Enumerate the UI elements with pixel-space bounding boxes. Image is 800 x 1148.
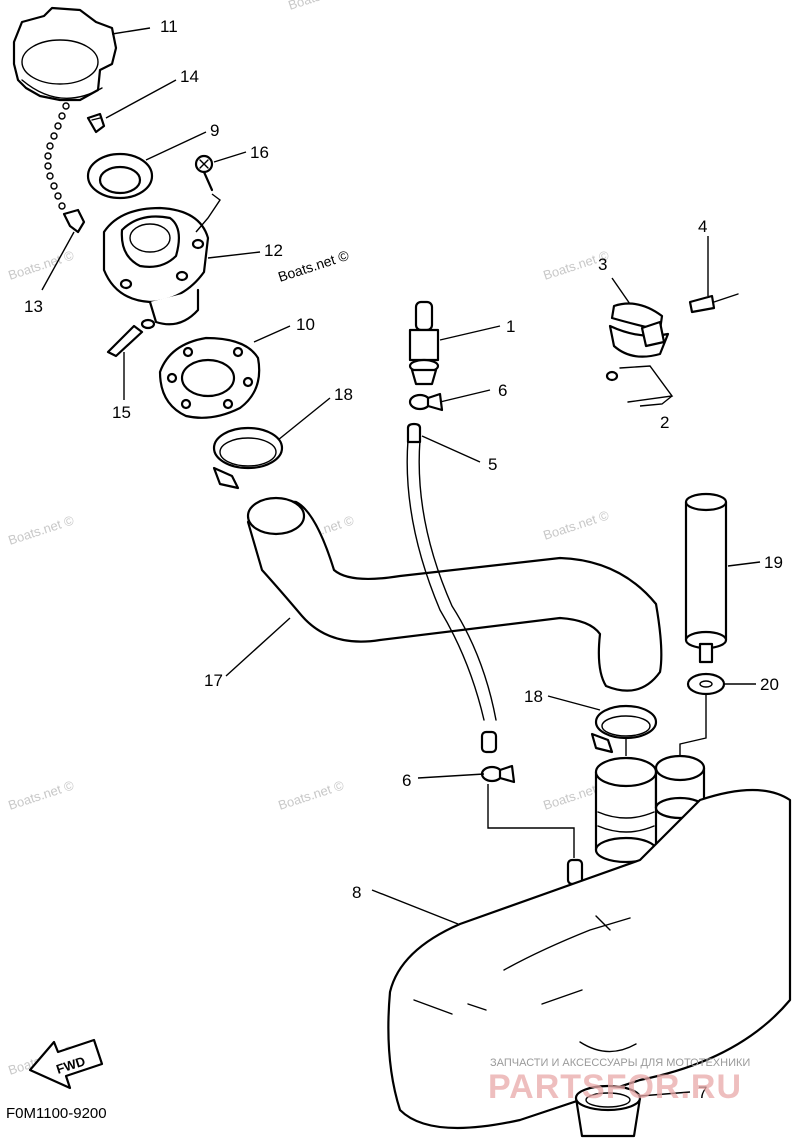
callout-9: 9 xyxy=(210,121,219,140)
part-18-hose-clamp-lower xyxy=(590,704,658,754)
forward-direction-arrow: FWD xyxy=(28,1038,104,1090)
callout-13: 13 xyxy=(24,297,43,316)
part-4-rivet xyxy=(688,293,739,314)
part-13-cap-chain xyxy=(44,102,86,234)
callout-8: 8 xyxy=(352,883,361,902)
diagram-code: F0M1100-9200 xyxy=(6,1105,107,1122)
callout-20: 20 xyxy=(760,675,779,694)
part-14-screw xyxy=(86,112,106,134)
shop-watermark: ЗАПЧАСТИ И АКСЕССУАРЫ ДЛЯ МОТОТЕХНИКИ PA… xyxy=(488,1057,750,1106)
tank-grommet xyxy=(654,754,706,820)
shop-caption: ЗАПЧАСТИ И АКСЕССУАРЫ ДЛЯ МОТОТЕХНИКИ xyxy=(490,1057,750,1069)
part-3-strap xyxy=(608,302,670,358)
callout-7: 7 xyxy=(698,1083,707,1102)
watermark: Boats.net © xyxy=(6,777,76,812)
shop-logo: PARTSFOR.RU xyxy=(488,1068,742,1106)
part-18-hose-clamp-upper xyxy=(212,426,284,490)
watermark: Boats.net © xyxy=(6,247,76,282)
callout-18-upper: 18 xyxy=(334,385,353,404)
callout-6-lower: 6 xyxy=(402,771,411,790)
watermark: Boats.net © xyxy=(6,512,76,547)
part-2-clip xyxy=(605,365,674,403)
callout-4: 4 xyxy=(698,217,707,236)
part-20-washer xyxy=(686,672,726,696)
part-12-filler-neck xyxy=(102,206,210,326)
callout-14: 14 xyxy=(180,67,199,86)
callout-5: 5 xyxy=(488,455,497,474)
part-9-gasket xyxy=(86,152,154,200)
part-1-vent-fitting xyxy=(408,300,440,386)
part-6-hose-clip-upper xyxy=(408,392,444,412)
callout-18-lower: 18 xyxy=(524,687,543,706)
callout-10: 10 xyxy=(296,315,315,334)
callout-12: 12 xyxy=(264,241,283,260)
tank-filler-spout xyxy=(594,756,658,864)
part-7-drain-plug xyxy=(574,1041,642,1138)
callout-1: 1 xyxy=(506,317,515,336)
callout-17: 17 xyxy=(204,671,223,690)
watermark: Boats.net © xyxy=(276,777,346,812)
callout-11: 11 xyxy=(160,17,178,36)
part-19-pickup-pipe xyxy=(684,492,728,664)
callout-6-upper: 6 xyxy=(498,381,507,400)
watermark: Boats.net © xyxy=(286,0,356,13)
part-8-fuel-tank xyxy=(387,788,792,1130)
part-5-vent-hose xyxy=(406,422,498,754)
callout-labels: 11 14 9 16 12 13 15 10 18 1 6 5 3 4 2 17… xyxy=(24,17,783,1102)
callout-19: 19 xyxy=(764,553,783,572)
leader-lines xyxy=(41,27,761,1097)
part-17-filler-hose xyxy=(246,496,663,692)
callout-16: 16 xyxy=(250,143,269,162)
callout-3: 3 xyxy=(598,255,607,274)
part-11-fuel-cap xyxy=(12,6,118,102)
watermark: Boats.net © xyxy=(541,507,611,542)
callout-15: 15 xyxy=(112,403,131,422)
part-6-hose-clip-lower xyxy=(480,764,516,784)
part-10-gasket-plate xyxy=(158,336,261,419)
part-16-screw xyxy=(194,154,214,192)
callout-2: 2 xyxy=(660,413,669,432)
part-15-bolt xyxy=(106,318,156,358)
watermark-center: Boats.net © xyxy=(276,247,351,285)
